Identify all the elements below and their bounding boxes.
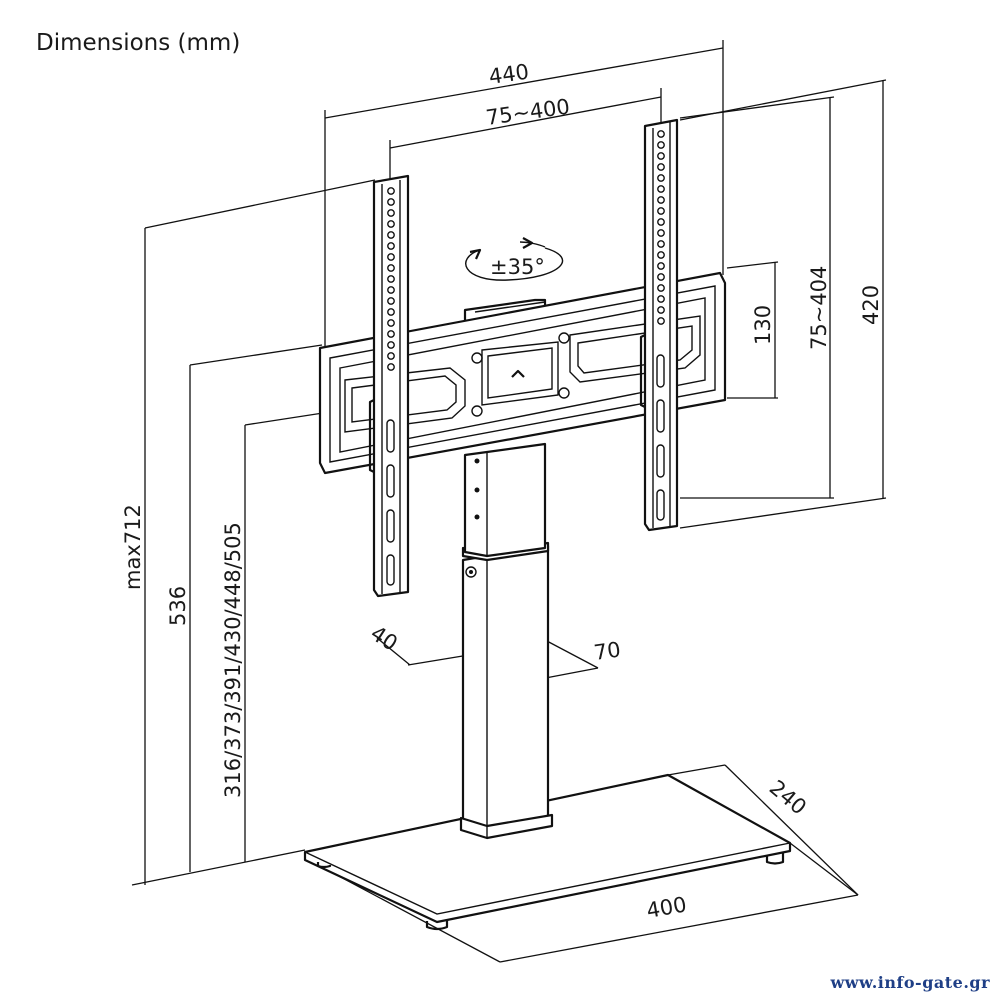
label-column-depth: 40: [366, 621, 401, 656]
label-plate-height: 130: [751, 305, 775, 345]
label-column-width: 70: [592, 637, 622, 664]
label-vesa-vertical: 75~404: [807, 266, 831, 350]
rotation-indicator: ±35°: [465, 237, 564, 281]
rotation-arrow-left-icon: [469, 248, 482, 260]
right-rail-holes: [657, 130, 665, 325]
label-height-options: 316/373/391/430/448/505: [221, 522, 245, 798]
rotation-arrow-right-icon: [522, 237, 534, 249]
right-vesa-rail: [639, 118, 679, 532]
label-overall-width: 440: [487, 60, 530, 89]
label-base-width: 400: [645, 892, 689, 923]
diagram-title: Dimensions (mm): [36, 30, 241, 56]
dimension-lines: [131, 40, 887, 963]
label-overall-height: 420: [859, 285, 883, 325]
column-stand: [459, 442, 554, 840]
left-rail-holes: [387, 187, 395, 371]
label-vesa-horizontal: 75~400: [484, 94, 571, 130]
label-height-536: 536: [166, 586, 190, 626]
rotation-label: ±35°: [490, 255, 545, 279]
mounting-plate: [318, 271, 727, 475]
label-max-height: max712: [121, 504, 145, 590]
watermark-text: www.info-gate.gr: [830, 973, 990, 992]
left-vesa-rail: [368, 174, 410, 598]
label-base-depth: 240: [765, 775, 811, 819]
base-plate: [303, 773, 792, 931]
